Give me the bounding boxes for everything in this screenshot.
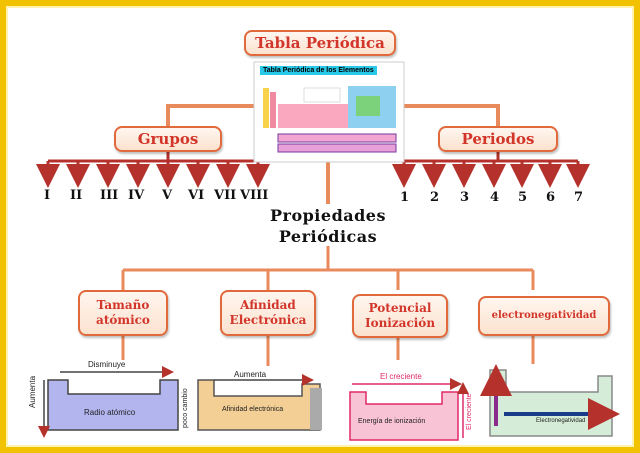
root-title-box: Tabla Periódica (244, 30, 396, 56)
potencial-line2: Ionización (364, 316, 436, 330)
grupo-label: IV (128, 188, 145, 203)
propiedades-title: Propiedades Periódicas (238, 206, 418, 248)
electroneg-center-label: Electronegatividad (536, 418, 586, 424)
thumbnail-title: Tabla Periódica de los Elementos (260, 66, 377, 75)
tamano-line1: Tamaño (96, 298, 150, 312)
grupo-label: II (70, 188, 83, 203)
periodo-label: 4 (490, 190, 500, 205)
ionizacion-diagram (349, 378, 469, 441)
radio-diagram (38, 366, 179, 438)
tamano-atomico-box: Tamaño atómico (78, 290, 168, 336)
periodo-label: 7 (574, 190, 584, 205)
periodo-label: 2 (430, 190, 440, 205)
radio-center-label: Radio atómico (84, 408, 136, 417)
propiedades-line1: Propiedades (269, 206, 386, 225)
electroneg-diagram (480, 364, 620, 437)
potencial-ionizacion-box: Potencial Ionización (352, 294, 448, 338)
afinidad-top-label: Aumenta (234, 370, 267, 379)
periodo-label: 5 (518, 190, 528, 205)
periodo-label: 1 (400, 190, 410, 205)
afinidad-electronica-box: Afinidad Electrónica (220, 290, 316, 336)
radio-top-label: Disminuye (88, 360, 126, 369)
afinidad-diagram (197, 374, 322, 431)
root-title: Tabla Periódica (255, 33, 385, 52)
grupo-label: V (162, 188, 173, 203)
diagram-canvas: Tabla Periódica Tabla Periódica de los E… (6, 6, 634, 447)
periodos-title: Periodos (461, 129, 535, 148)
afinidad-side-label: poco cambio (182, 388, 189, 428)
grupo-label: VII (214, 188, 237, 203)
radio-side-label: Aumenta (28, 375, 37, 408)
ionizacion-top-label: El creciente (380, 372, 422, 381)
afinidad-center-label: Afinidad electrónica (222, 406, 284, 413)
periodo-label: 6 (546, 190, 556, 205)
grupo-label: III (100, 188, 119, 203)
grupo-label: VI (188, 188, 205, 203)
periodo-label: 3 (460, 190, 470, 205)
grupos-box: Grupos (114, 126, 222, 152)
periodic-table-thumbnail (253, 61, 405, 163)
periodos-box: Periodos (438, 126, 558, 152)
periodos-arrows (392, 161, 590, 188)
grupos-title: Grupos (137, 129, 199, 148)
electroneg-line1: electronegatividad (491, 309, 597, 321)
potencial-line1: Potencial (368, 301, 432, 315)
connector-root-periodos (403, 104, 500, 126)
ionizacion-center-label: Energía de ionización (358, 418, 426, 425)
propiedades-line2: Periódicas (278, 226, 378, 246)
ionizacion-side-label: El creciente (466, 393, 473, 430)
afinidad-line2: Electrónica (229, 313, 307, 327)
grupo-label: VIII (240, 188, 269, 203)
electronegatividad-box: electronegatividad (478, 296, 610, 336)
tamano-line2: atómico (96, 313, 150, 327)
grupos-arrows (36, 161, 270, 188)
grupo-label: I (44, 188, 51, 203)
connector-lines (36, 61, 620, 441)
afinidad-line1: Afinidad (240, 298, 296, 312)
